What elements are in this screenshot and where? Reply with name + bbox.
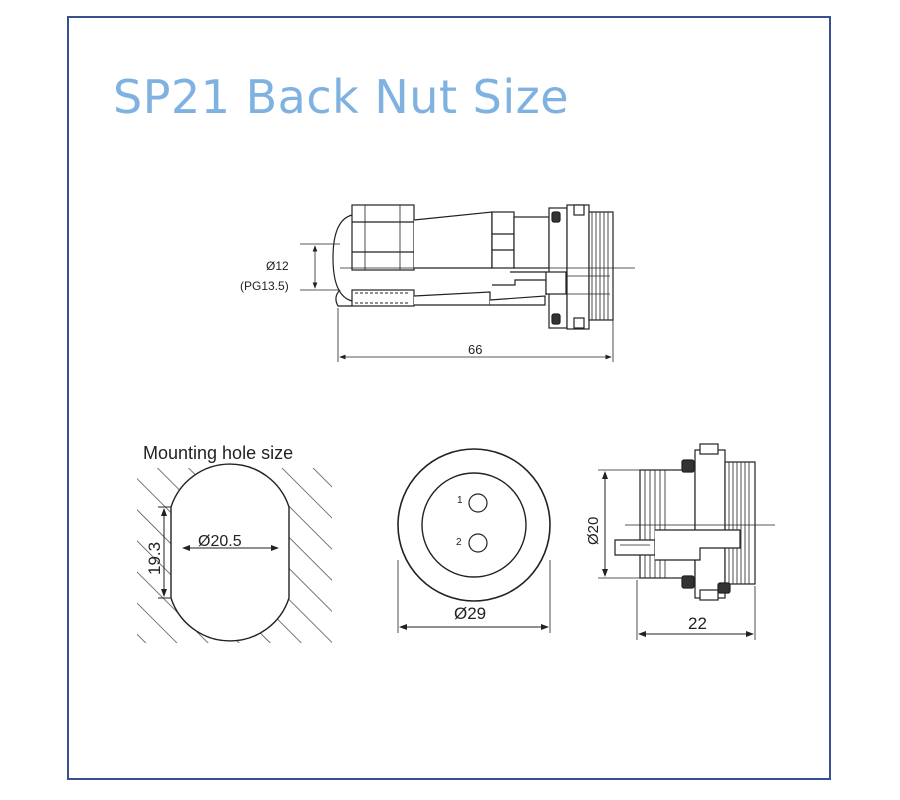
mounting-hole-view bbox=[137, 463, 332, 643]
front-diameter-label: Ø29 bbox=[454, 604, 486, 623]
page-title: SP21 Back Nut Size bbox=[113, 70, 570, 124]
socket-length-label: 22 bbox=[688, 614, 707, 633]
pin-1-label: 1 bbox=[457, 495, 463, 506]
hole-flat-label: 19.3 bbox=[145, 542, 164, 575]
side-view bbox=[300, 204, 635, 362]
socket-view bbox=[598, 443, 775, 640]
socket-diameter-label: Ø20 bbox=[585, 517, 602, 545]
pin-2-label: 2 bbox=[456, 537, 462, 548]
mounting-hole-caption: Mounting hole size bbox=[143, 443, 293, 463]
front-view bbox=[397, 448, 551, 633]
plug-diameter-label: Ø12 bbox=[266, 259, 289, 273]
diagram-frame bbox=[67, 16, 831, 780]
plug-length-label: 66 bbox=[468, 342, 482, 357]
plug-thread-label: (PG13.5) bbox=[240, 279, 289, 293]
hole-diameter-label: Ø20.5 bbox=[198, 533, 242, 550]
